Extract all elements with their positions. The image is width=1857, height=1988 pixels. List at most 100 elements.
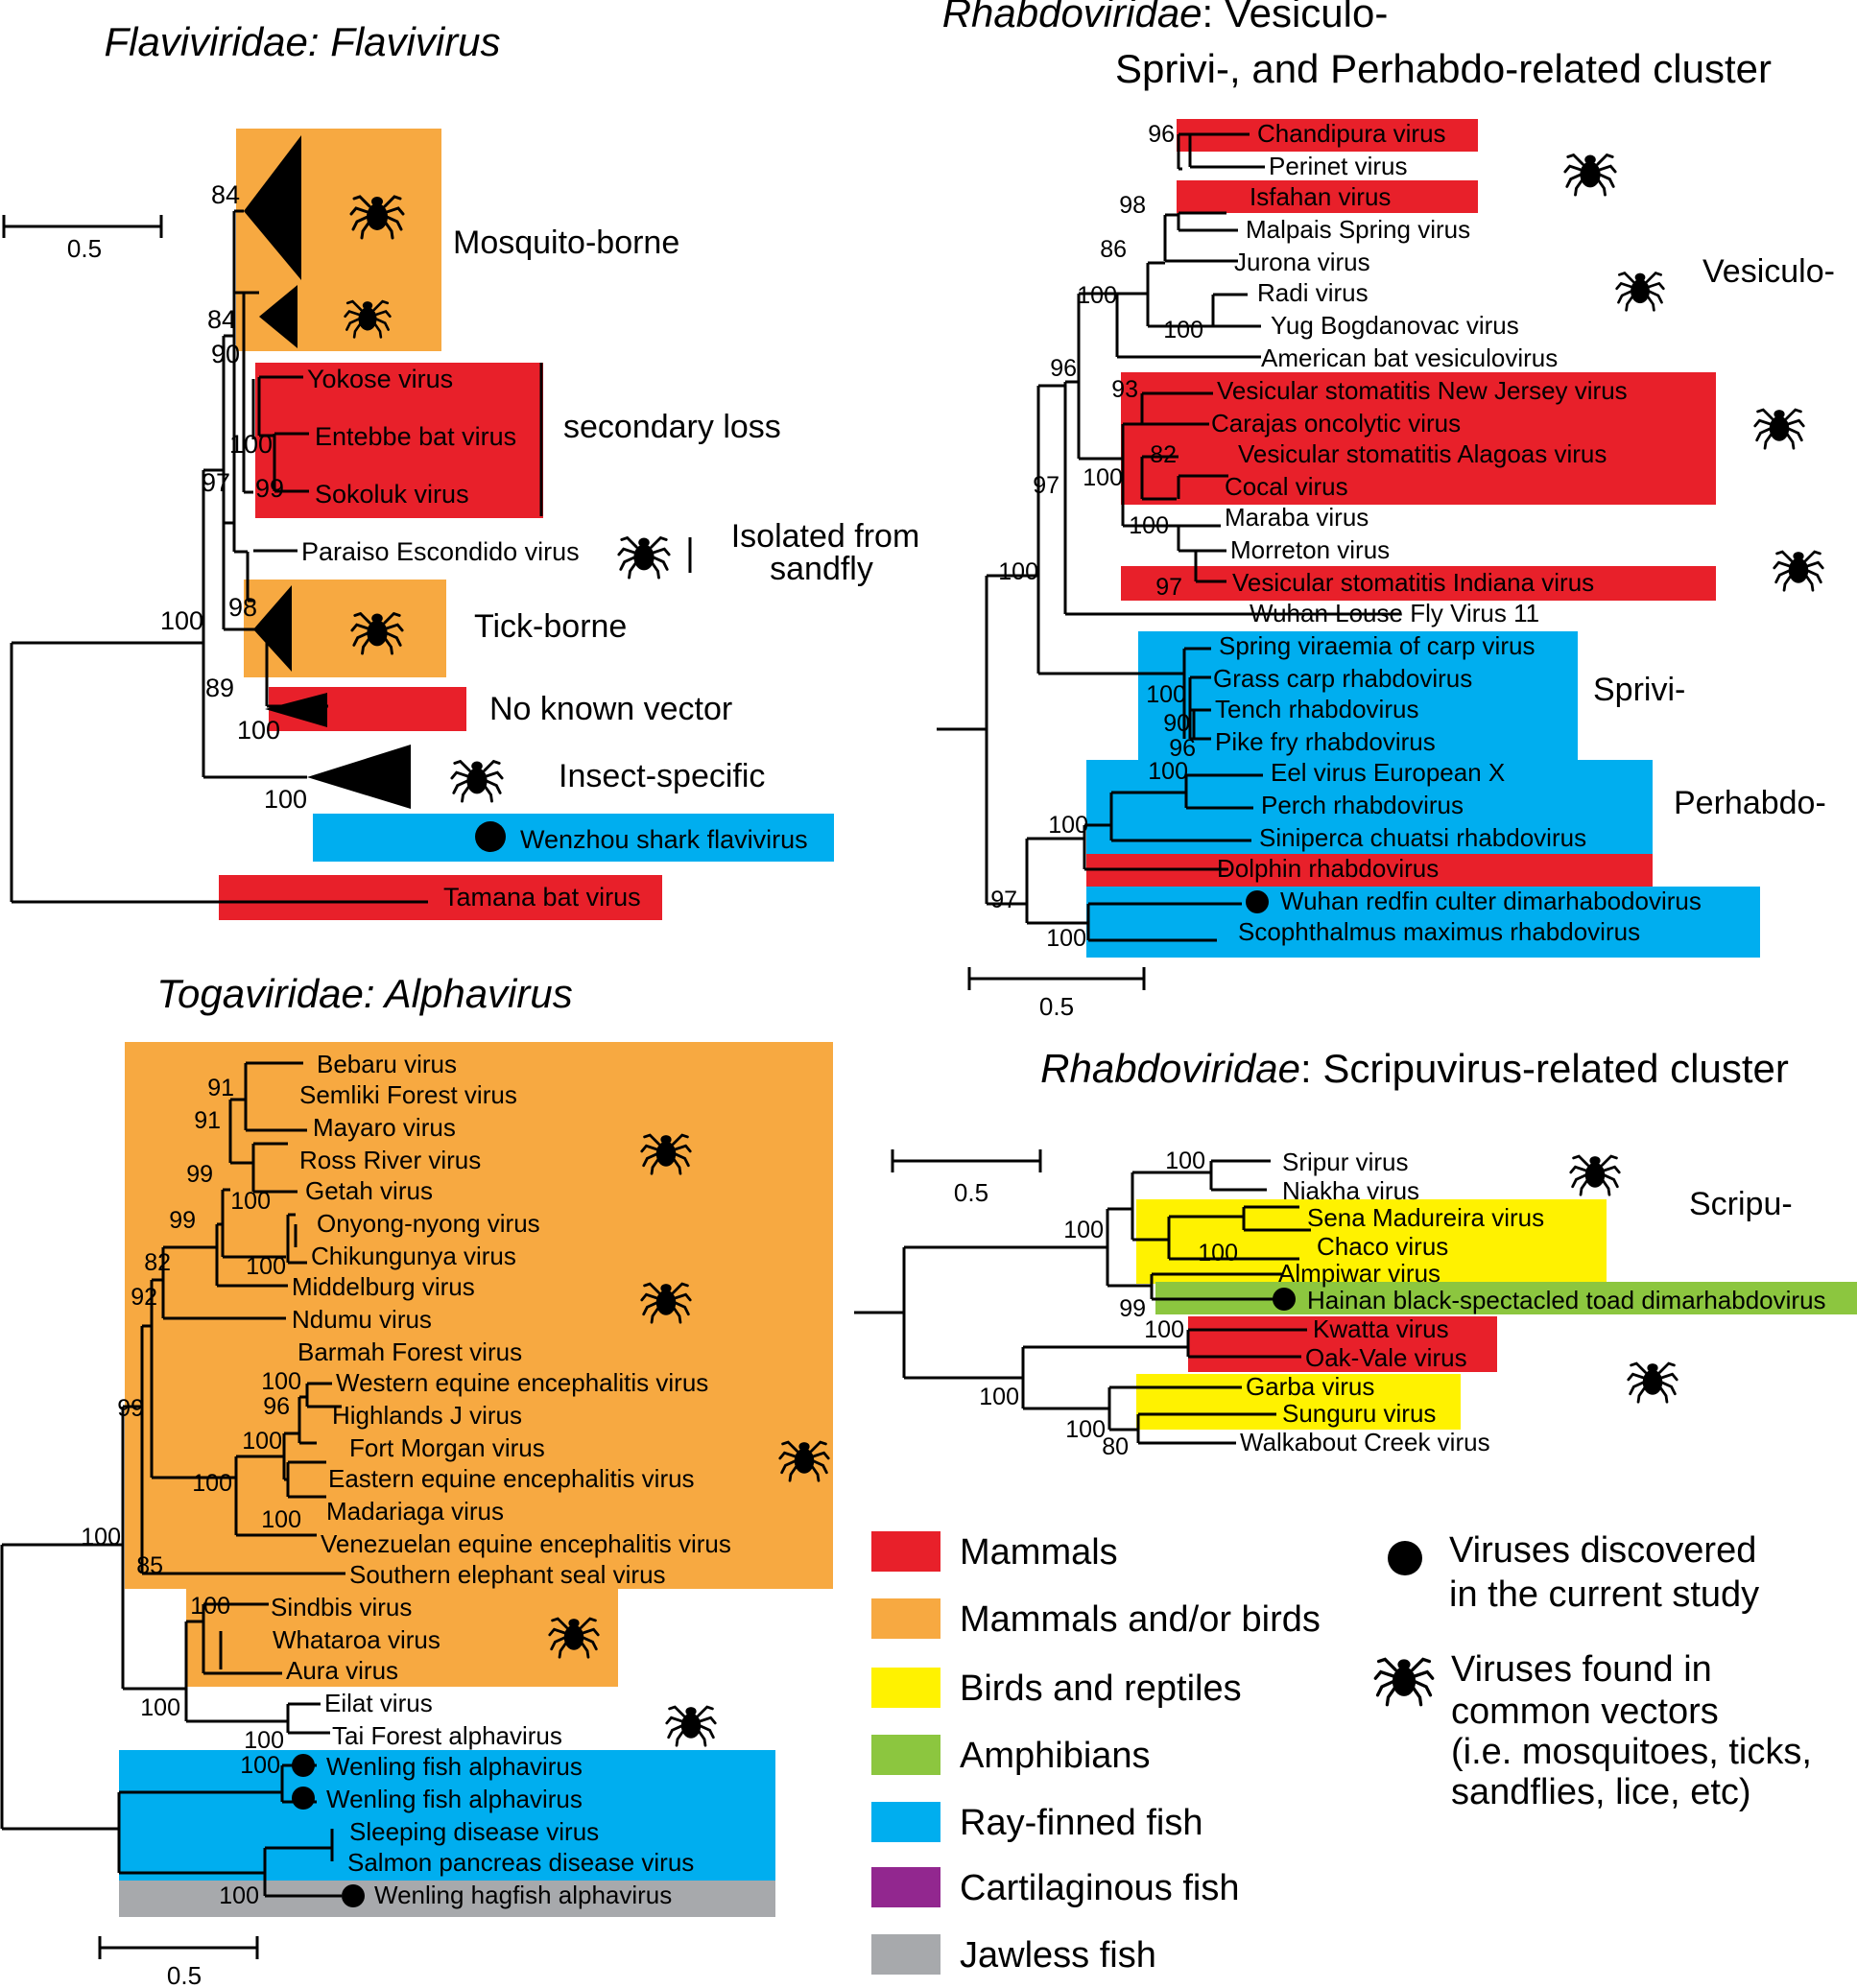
vesic-sprivi-box	[1138, 631, 1578, 760]
alphavirus-panel: Togaviridae: Alphavirus	[0, 971, 833, 1988]
legend-swatch-mammals-birds	[871, 1598, 940, 1639]
alpha-title: Togaviridae: Alphavirus	[156, 971, 572, 1016]
legend-label: Cartilaginous fish	[960, 1868, 1239, 1908]
support-value: 100	[1144, 1316, 1184, 1343]
support-value: 100	[244, 1727, 284, 1754]
support-value: 96	[1050, 355, 1077, 382]
vesic-title: Rhabdoviridae: Vesiculo-	[942, 0, 1389, 36]
taxon-label: Onyong-nyong virus	[317, 1209, 540, 1238]
taxon-label: Eel virus European X	[1271, 758, 1505, 787]
group-label: Insect-specific	[559, 758, 765, 794]
group-label: Isolated from	[731, 518, 920, 555]
taxon-label: Radi virus	[1257, 278, 1369, 307]
taxon-label: Almpiwar virus	[1278, 1259, 1440, 1288]
taxon-label: Southern elephant seal virus	[349, 1560, 666, 1589]
flavi-scale-bar	[2, 215, 163, 238]
group-label: Perhabdo-	[1674, 785, 1826, 821]
support-value: 97	[990, 887, 1017, 913]
vesic-red-box	[1177, 180, 1478, 213]
support-value: 100	[230, 1188, 271, 1215]
legend-swatch-cartilaginous	[871, 1867, 940, 1907]
legend-swatch-ray-finned	[871, 1802, 940, 1842]
taxon-label: Wenling fish alphavirus	[326, 1785, 583, 1813]
support-value: 100	[1165, 1148, 1205, 1174]
support-value: 99	[1119, 1295, 1146, 1322]
support-value: 90	[211, 340, 240, 368]
group-label: secondary loss	[563, 409, 781, 445]
taxon-label: Wenling hagfish alphavirus	[374, 1881, 672, 1909]
vesiculo-panel: Rhabdoviridae: Vesiculo- Sprivi-, and Pe…	[937, 0, 1835, 1021]
legend-swatch-amphibians	[871, 1735, 940, 1775]
support-value: 100	[190, 1593, 230, 1620]
scripu-support: 100 100 100 99 100 100 100 80	[979, 1148, 1238, 1460]
tick-icon	[665, 1705, 717, 1747]
support-value: 100	[192, 1470, 232, 1497]
legend-label: Amphibians	[960, 1736, 1151, 1776]
support-value: 100	[219, 1882, 259, 1909]
legend-swatch-jawless	[871, 1934, 940, 1975]
flavi-no-vector-clade	[265, 693, 327, 727]
alpha-tree	[0, 1061, 345, 1959]
support-value: 100	[998, 558, 1038, 585]
alpha-mammals-birds-box	[125, 1042, 833, 1589]
legend-host-labels: Mammals Mammals and/or birds Birds and r…	[960, 1532, 1321, 1976]
flavi-mosquito-clade-2	[259, 285, 298, 348]
group-label: Mosquito-borne	[453, 225, 679, 261]
support-value: 100	[1129, 512, 1169, 539]
taxon-label: Perinet virus	[1269, 152, 1408, 180]
taxon-label: Perch rhabdovirus	[1261, 791, 1464, 819]
taxon-label: Yug Bogdanovac virus	[1271, 311, 1519, 340]
support-value: 93	[1111, 376, 1138, 403]
support-value: 100	[979, 1384, 1019, 1410]
legend-label: Birds and reptiles	[960, 1668, 1242, 1709]
scripuvirus-panel: Rhabdoviridae: Scripuvirus-related clust…	[854, 1046, 1857, 1460]
taxon-label: Maraba virus	[1225, 503, 1369, 532]
taxon-label: Scophthalmus maximus rhabdovirus	[1238, 917, 1640, 946]
legend-symbol-labels: Viruses discovered in the current study …	[1449, 1530, 1812, 1812]
alpha-scale-label: 0.5	[167, 1961, 202, 1988]
support-value: 100	[242, 1428, 282, 1455]
taxon-label: Sena Madureira virus	[1307, 1203, 1544, 1232]
vesic-support: 96 98 86 100 100 96 93 82 100 100 97 97 …	[990, 121, 1203, 952]
support-value: 100	[1083, 464, 1123, 491]
legend-label: (i.e. mosquitoes, ticks,	[1451, 1732, 1812, 1772]
dot-icon	[475, 821, 506, 852]
taxon-label: Aura virus	[286, 1656, 398, 1685]
taxon-label: Wenling fish alphavirus	[326, 1752, 583, 1781]
alpha-taxa: Bebaru virus Semliki Forest virus Mayaro…	[271, 1050, 731, 1909]
support-value: 82	[144, 1249, 171, 1276]
alpha-support: 91 91 99 100 99 100 82 92 99 100 96 100 …	[81, 1075, 301, 1909]
legend-label: Ray-finned fish	[960, 1803, 1202, 1843]
taxon-label: Barmah Forest virus	[298, 1337, 522, 1366]
support-value: 100	[229, 430, 273, 459]
taxon-label: Bebaru virus	[317, 1050, 457, 1078]
taxon-label: Chikungunya virus	[311, 1242, 516, 1270]
support-value: 96	[1148, 121, 1175, 148]
taxon-label: Wuhan Louse Fly Virus 11	[1250, 599, 1539, 627]
support-value: 82	[1150, 441, 1177, 468]
tick-icon	[1753, 408, 1805, 450]
support-value: 100	[1063, 1217, 1104, 1243]
support-value: 100	[264, 785, 307, 814]
vesic-taxa: Chandipura virus Perinet virus Isfahan v…	[1211, 119, 1702, 946]
support-value: 100	[140, 1694, 180, 1721]
vesic-group-labels: Vesiculo- Sprivi- Perhabdo-	[1593, 253, 1835, 821]
scripu-tree	[854, 1149, 1311, 1445]
flavivirus-panel: Flaviviridae: Flavivirus	[2, 19, 920, 920]
support-value: 91	[194, 1107, 221, 1134]
tick-icon	[450, 760, 504, 803]
taxon-label: Garba virus	[1246, 1372, 1374, 1401]
tick-icon	[1563, 154, 1617, 197]
taxon-label: Oak-Vale virus	[1305, 1343, 1467, 1372]
taxon-label: Walkabout Creek virus	[1240, 1428, 1490, 1456]
support-value: 100	[81, 1524, 121, 1550]
support-value: 80	[1102, 1433, 1129, 1460]
support-value: 100	[1077, 282, 1117, 309]
support-value: 99	[255, 474, 284, 503]
support-value: 86	[1100, 236, 1127, 263]
support-value: 98	[1119, 192, 1146, 219]
legend-label: Viruses found in	[1451, 1649, 1712, 1690]
flavi-tick-clade	[253, 585, 292, 672]
taxon-label: Niakha virus	[1282, 1176, 1419, 1205]
